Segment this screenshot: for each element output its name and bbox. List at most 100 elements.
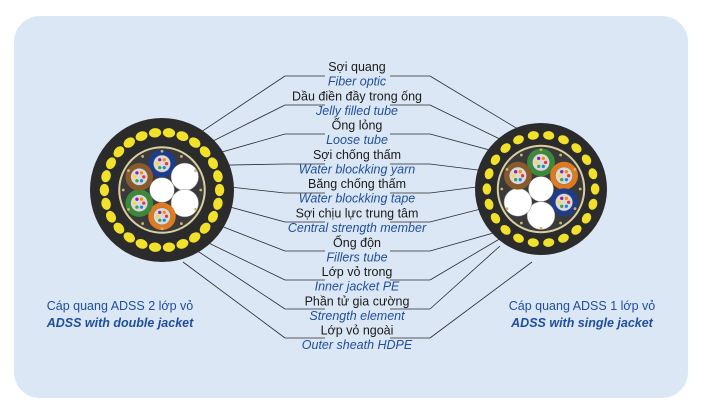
strength-element bbox=[162, 128, 176, 138]
strength-element bbox=[207, 157, 219, 170]
strength-element bbox=[189, 232, 201, 243]
strength-element bbox=[213, 197, 223, 210]
cable-double-jacket bbox=[90, 118, 234, 262]
jelly-filled-tube bbox=[153, 154, 171, 173]
strength-element bbox=[484, 168, 494, 180]
strength-element bbox=[590, 183, 600, 195]
fiber-optic bbox=[557, 174, 562, 178]
fiber-optic bbox=[164, 162, 169, 166]
label-vi: Lớp vỏ trong bbox=[322, 265, 393, 279]
label-en: Strength element bbox=[309, 309, 405, 323]
label-en: Fillers tube bbox=[326, 250, 387, 264]
strength-element bbox=[513, 233, 524, 243]
caption-double-vi: Cáp quang ADSS 2 lớp vỏ bbox=[47, 299, 194, 313]
jelly-filled-tube bbox=[555, 193, 573, 212]
fiber-optic bbox=[564, 178, 569, 182]
leader-line-right bbox=[429, 261, 533, 339]
strength-element bbox=[123, 232, 135, 243]
fiber-optic bbox=[142, 201, 146, 205]
strength-element bbox=[148, 128, 162, 138]
strength-element bbox=[581, 154, 592, 165]
central-strength-member bbox=[149, 177, 175, 203]
strength-element bbox=[162, 242, 176, 252]
fiber-optic bbox=[155, 214, 160, 218]
jelly-filled-tube bbox=[130, 168, 148, 186]
strength-element bbox=[527, 238, 539, 247]
fiber-optic bbox=[162, 158, 166, 162]
water-blocking-yarn bbox=[500, 187, 504, 191]
strength-element bbox=[543, 131, 555, 140]
water-blocking-yarn bbox=[127, 207, 130, 211]
strength-element bbox=[105, 157, 117, 170]
fiber-optic bbox=[135, 171, 139, 175]
label-vi: Sợi chịu lực trung tâm bbox=[296, 207, 419, 221]
fiber-optic bbox=[162, 210, 166, 215]
fiber-optic bbox=[139, 205, 144, 209]
label-en: Fiber optic bbox=[328, 75, 387, 89]
water-blocking-yarn bbox=[179, 155, 183, 158]
strength-element bbox=[113, 146, 125, 158]
label-en: Inner jacket PE bbox=[315, 280, 400, 294]
label-en: Outer sheath HDPE bbox=[302, 338, 413, 352]
water-blocking-yarn bbox=[559, 153, 563, 157]
fiber-optic bbox=[566, 200, 571, 204]
fiber-optic bbox=[511, 174, 516, 178]
water-blocking-yarn bbox=[505, 167, 509, 171]
strength-element bbox=[500, 225, 511, 235]
label-vi: Băng chống thấm bbox=[308, 177, 406, 191]
fiber-optic bbox=[158, 218, 162, 222]
label-vi: Ống lỏng bbox=[332, 118, 383, 133]
jelly-filled-tube bbox=[555, 166, 573, 185]
label-en: Central strength member bbox=[288, 221, 427, 235]
strength-element bbox=[558, 135, 569, 145]
fiber-optic bbox=[158, 158, 162, 162]
caption-single-vi: Cáp quang ADSS 1 lớp vỏ bbox=[509, 299, 656, 313]
fiber-optic bbox=[560, 204, 564, 208]
fiber-optic bbox=[541, 164, 545, 169]
central-strength-member bbox=[528, 176, 554, 202]
fillers-tube bbox=[503, 188, 533, 217]
caption-single-en: ADSS with single jacket bbox=[510, 316, 654, 330]
cable-single-jacket bbox=[475, 123, 607, 255]
strength-element bbox=[176, 131, 189, 142]
background-panel bbox=[14, 16, 688, 398]
fiber-optic bbox=[162, 165, 166, 170]
fiber-optic bbox=[513, 178, 518, 182]
fiber-optic bbox=[560, 170, 564, 174]
label-en: Jelly filled tube bbox=[315, 104, 398, 118]
strength-element bbox=[571, 143, 582, 153]
label-vi: Sợi quang bbox=[328, 60, 386, 74]
strength-element bbox=[123, 137, 135, 148]
water-blocking-yarn bbox=[578, 187, 582, 191]
fiber-optic bbox=[139, 197, 144, 201]
cable-captions: Cáp quang ADSS 2 lớp vỏ ADSS with double… bbox=[46, 299, 656, 330]
fiber-optic bbox=[164, 214, 169, 218]
strength-element bbox=[558, 233, 569, 243]
strength-element bbox=[214, 183, 225, 197]
fiber-optic bbox=[139, 179, 144, 183]
strength-element bbox=[101, 170, 111, 183]
fiber-optic bbox=[557, 200, 562, 204]
fiber-optic bbox=[564, 170, 569, 174]
strength-element bbox=[199, 146, 211, 158]
water-blocking-yarn bbox=[519, 221, 523, 225]
water-blocking-yarn bbox=[539, 148, 543, 152]
jelly-filled-tube bbox=[130, 194, 148, 212]
strength-element bbox=[490, 154, 501, 165]
leader-line-right bbox=[429, 245, 501, 310]
fiber-optic bbox=[513, 170, 518, 174]
strength-element bbox=[99, 183, 110, 197]
water-blocking-yarn bbox=[160, 149, 164, 153]
fiber-optic bbox=[560, 196, 564, 200]
fiber-optic bbox=[566, 174, 571, 178]
water-blocking-yarn bbox=[160, 227, 164, 231]
label-en: Loose tube bbox=[326, 133, 388, 147]
strength-element bbox=[482, 183, 492, 195]
strength-element bbox=[176, 238, 189, 249]
water-blocking-yarn bbox=[573, 167, 577, 171]
strength-element bbox=[207, 210, 219, 223]
fiber-optic bbox=[537, 156, 541, 161]
fiber-optic bbox=[155, 162, 160, 166]
